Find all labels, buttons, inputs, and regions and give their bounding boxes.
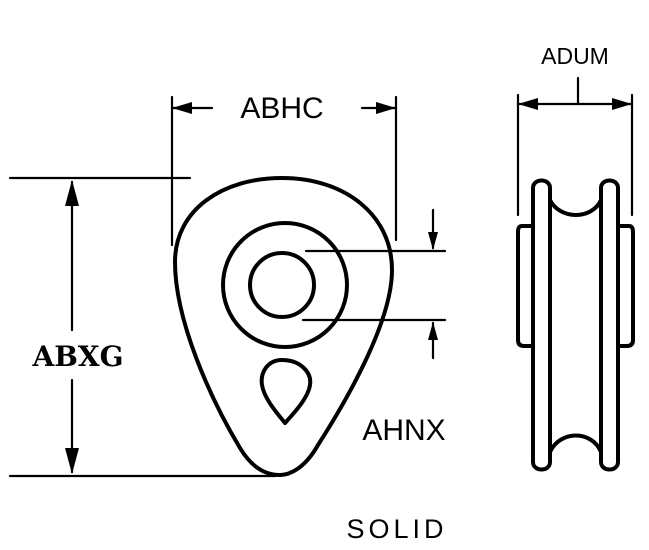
adum-dimension: ADUM (516, 43, 634, 217)
abxg-label: ABXG (31, 340, 123, 373)
abhc-label: ABHC (240, 92, 323, 125)
teardrop-outline (173, 176, 394, 477)
adum-label: ADUM (541, 43, 609, 69)
adum-arrow-right (612, 98, 632, 110)
abhc-arrow-right (376, 102, 396, 114)
ahnx-label: AHNX (362, 414, 445, 447)
left-flange (531, 178, 552, 472)
left-boss (516, 224, 533, 348)
groove-bottom (548, 433, 603, 453)
abhc-arrow-left (172, 102, 192, 114)
abhc-dimension: ABHC (170, 92, 398, 247)
adum-arrow-left (518, 98, 538, 110)
caption: SOLID (346, 514, 447, 544)
front-view (173, 176, 394, 477)
abxg-arrow-bottom (65, 448, 79, 474)
right-flange (599, 178, 620, 472)
small-teardrop-hole (259, 358, 313, 425)
abxg-dimension: ABXG (8, 176, 277, 478)
side-view (516, 178, 635, 472)
groove-top (548, 198, 603, 217)
outer-ring (221, 221, 349, 349)
abxg-arrow-top (65, 180, 79, 206)
right-boss (618, 224, 635, 348)
inner-hole (248, 251, 316, 319)
ahnx-dimension: AHNX (301, 208, 447, 447)
ahnx-arrow-top (428, 232, 438, 250)
ahnx-arrow-bottom (428, 322, 438, 340)
